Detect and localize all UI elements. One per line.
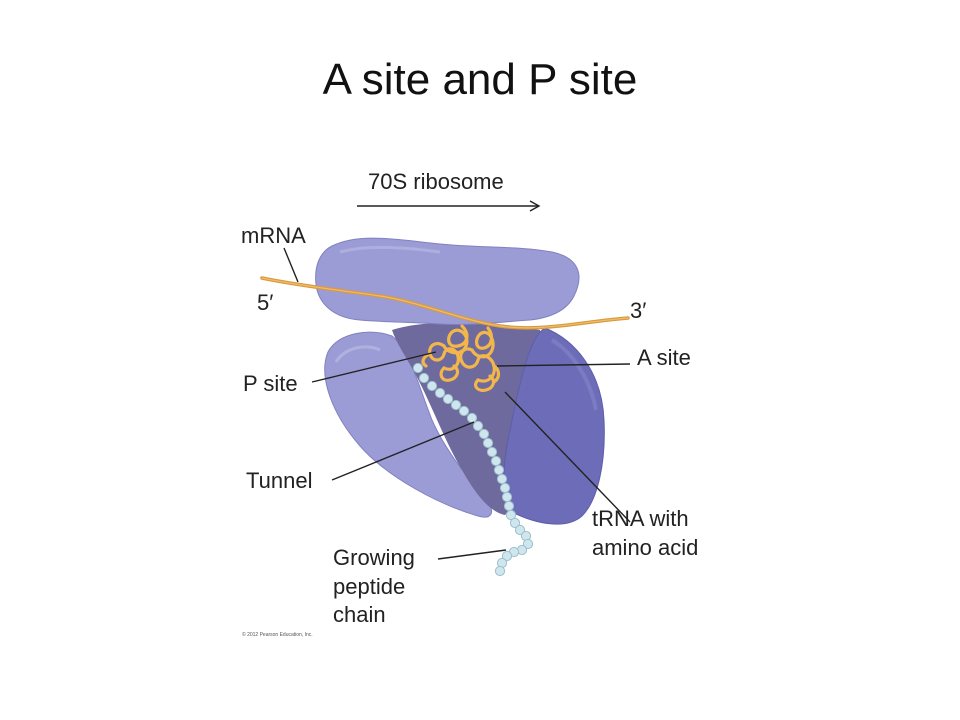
peptide-chain (412, 362, 534, 577)
peptide-bead (482, 437, 494, 449)
peptide-bead (472, 420, 484, 432)
direction-arrow (357, 200, 541, 212)
copyright-credit: © 2012 Pearson Education, Inc. (242, 632, 313, 638)
peptide-bead (458, 405, 470, 417)
small-subunit (315, 237, 580, 326)
peptide-bead (434, 387, 446, 399)
large-subunit-right-lobe (503, 327, 605, 525)
peptide-bead (509, 517, 521, 529)
label-a-site: A site (637, 345, 691, 370)
peptide-bead (418, 372, 430, 384)
peptide-bead (486, 446, 498, 458)
peptide-bead (450, 399, 462, 411)
peptide-bead (501, 550, 513, 562)
peptide-bead (499, 482, 511, 494)
peptide-bead (426, 380, 438, 392)
label-trna-with-amino-acid: tRNA with amino acid (592, 506, 699, 560)
leader-lines (283, 247, 631, 560)
peptide-bead (494, 565, 506, 577)
label-tunnel: Tunnel (246, 468, 313, 493)
label-p-site: P site (243, 371, 298, 396)
label-three-prime: 3′ (630, 298, 647, 323)
label-mrna: mRNA (241, 223, 306, 248)
peptide-bead (505, 509, 517, 521)
peptide-bead (466, 412, 478, 424)
peptide-bead (503, 500, 515, 512)
peptide-bead (522, 538, 534, 550)
label-70s-ribosome: 70S ribosome (368, 169, 504, 194)
peptide-bead (442, 393, 454, 405)
slide-title: A site and P site (322, 55, 638, 104)
label-five-prime: 5′ (257, 290, 274, 315)
peptide-bead (478, 428, 490, 440)
peptide-bead (514, 524, 526, 536)
peptide-bead (490, 455, 502, 467)
peptide-bead (493, 464, 505, 476)
peptide-bead (412, 362, 424, 374)
peptide-bead (501, 491, 513, 503)
peptide-bead (496, 473, 508, 485)
trna-a-site (459, 326, 501, 392)
label-growing-peptide-chain: Growing peptide chain (333, 545, 415, 628)
